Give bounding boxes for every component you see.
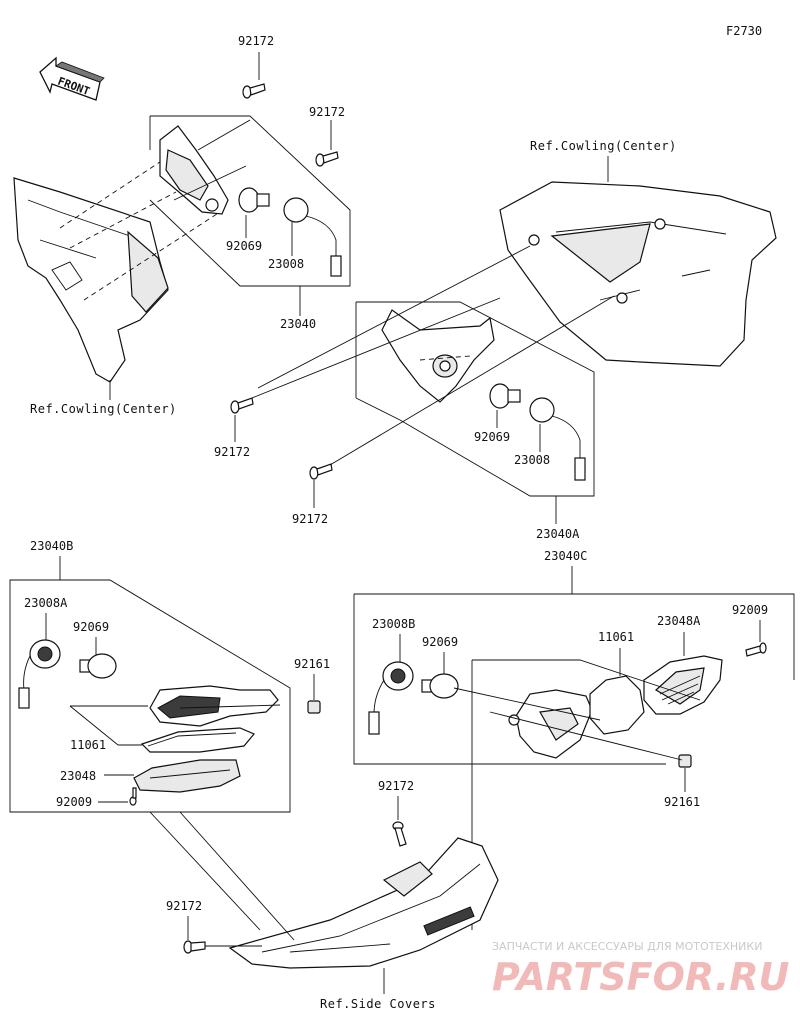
right-cowling-group	[499, 181, 777, 367]
label-socket-right: 23008	[514, 453, 550, 467]
right-turn-signal-housing	[381, 309, 495, 403]
label-gasket-c: 11061	[598, 630, 634, 644]
screw-top-2-icon	[315, 151, 339, 167]
screw-cover-1-icon	[392, 821, 407, 847]
socket-c-icon	[368, 661, 414, 735]
screw-c-icon	[745, 642, 767, 657]
label-assy-left: 23040	[280, 317, 316, 331]
label-assy-c: 23040C	[544, 549, 587, 563]
socket-b-icon	[18, 639, 61, 709]
grommet-c-icon	[678, 754, 692, 768]
ref-side-covers: Ref.Side Covers	[320, 997, 436, 1011]
figure-code: F2730	[726, 24, 762, 38]
label-grommet-c: 92161	[664, 795, 700, 809]
label-screw-c: 92009	[732, 603, 768, 617]
lens-b-part	[133, 759, 241, 793]
label-screw-cover-2: 92172	[166, 899, 202, 913]
label-screw-b: 92009	[56, 795, 92, 809]
socket-right-icon	[529, 397, 586, 481]
label-lens-b: 23048	[60, 769, 96, 783]
bulb-left-icon	[238, 187, 270, 213]
ref-cowling-left: Ref.Cowling(Center)	[30, 402, 177, 416]
label-socket-c: 23008B	[372, 617, 415, 631]
label-assy-b: 23040B	[30, 539, 73, 553]
label-bulb-b: 92069	[73, 620, 109, 634]
label-screw-top-1: 92172	[238, 34, 274, 48]
screw-b-icon	[129, 787, 137, 806]
screw-cover-2-icon	[183, 940, 206, 954]
housing-c	[508, 689, 593, 759]
label-socket-b: 23008A	[24, 596, 68, 610]
gasket-c-part	[589, 675, 645, 735]
left-cowling-group	[13, 177, 169, 383]
watermark-brand: PARTSFOR.RU	[492, 955, 790, 999]
side-cover-part	[228, 837, 499, 969]
gasket-b-part	[140, 727, 255, 753]
label-gasket-b: 11061	[70, 738, 106, 752]
front-arrow-icon: FRONT	[39, 56, 105, 101]
bulb-c-icon	[421, 673, 459, 699]
watermark-tagline: ЗАПЧАСТИ И АКСЕССУАРЫ ДЛЯ МОТОТЕХНИКИ	[492, 940, 762, 953]
label-assy-right: 23040A	[536, 527, 580, 541]
label-screw-mid-2: 92172	[292, 512, 328, 526]
label-lens-c: 23048A	[657, 614, 701, 628]
socket-left-icon	[283, 197, 342, 277]
label-bulb-right: 92069	[474, 430, 510, 444]
lens-c-part	[643, 655, 723, 715]
screw-mid-2-icon	[309, 463, 333, 480]
label-screw-top-2: 92172	[309, 105, 345, 119]
grommet-b-icon	[307, 700, 321, 714]
cowling-right-part	[499, 181, 777, 367]
label-screw-mid-1: 92172	[214, 445, 250, 459]
housing-b	[149, 685, 281, 727]
bulb-right-icon	[489, 383, 521, 409]
label-screw-cover-1: 92172	[378, 779, 414, 793]
bulb-b-icon	[79, 653, 117, 679]
label-grommet-b: 92161	[294, 657, 330, 671]
label-bulb-c: 92069	[422, 635, 458, 649]
screw-top-1-icon	[242, 83, 266, 99]
label-bulb-left: 92069	[226, 239, 262, 253]
left-turn-signal-housing	[159, 125, 229, 215]
screw-mid-1-icon	[230, 397, 254, 414]
ref-cowling-right: Ref.Cowling(Center)	[530, 139, 677, 153]
label-socket-left: 23008	[268, 257, 304, 271]
cowling-left-part	[13, 177, 169, 383]
